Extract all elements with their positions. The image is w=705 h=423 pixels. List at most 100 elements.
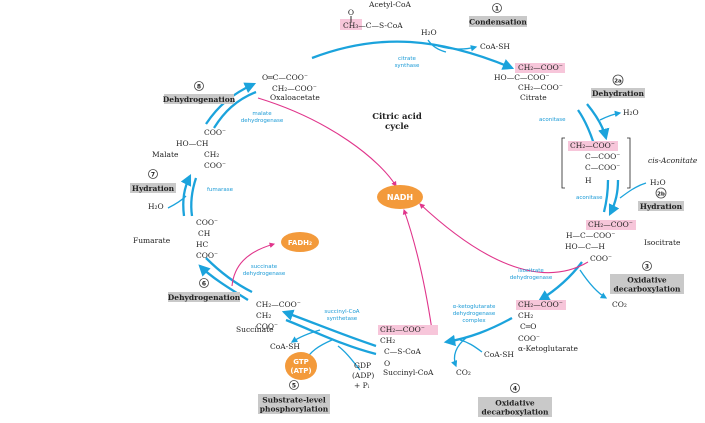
- gtp-node: [285, 352, 317, 380]
- gtp-label: GTP: [293, 358, 309, 366]
- step-box-7: [130, 183, 176, 193]
- step-circles: [148, 3, 667, 393]
- nadh-label: NADH: [387, 193, 413, 202]
- arrow-isocitrate-dh-to-nadh: [419, 203, 589, 274]
- svg-text:CH₂—COO⁻: CH₂—COO⁻: [518, 83, 563, 92]
- nadh-node: [377, 185, 423, 209]
- arrow-cisaconitate-to-isocitrate: [608, 179, 620, 217]
- svg-text:CH₃—C—S-CoA: CH₃—C—S-CoA: [343, 21, 403, 30]
- step-numbers: 1 2a 2b 3 4 5 6 7 8: [151, 6, 665, 393]
- svg-text:COO⁻: COO⁻: [204, 161, 226, 170]
- highlight-citrate: [515, 63, 565, 73]
- svg-text:HO—C—COO⁻: HO—C—COO⁻: [494, 73, 549, 82]
- arrow-succinate-to-succinylcoa-rev: [285, 318, 377, 356]
- svg-text:CH₂—COO⁻: CH₂—COO⁻: [518, 63, 563, 72]
- svg-text:decarboxylation: decarboxylation: [614, 285, 681, 294]
- name-succinyl-coa: Succinyl-CoA: [383, 368, 434, 377]
- svg-text:HO—C—H: HO—C—H: [565, 242, 605, 251]
- svg-text:Hydration: Hydration: [640, 202, 683, 211]
- structure-succinate: CH₂—COO⁻ CH₂ COO⁻: [256, 300, 301, 331]
- name-akg: α-Ketoglutarate: [518, 344, 579, 353]
- arrow-coa-release: [437, 45, 478, 52]
- name-citrate: Citrate: [520, 93, 547, 102]
- svg-text:C—COO⁻: C—COO⁻: [585, 163, 620, 172]
- svg-text:Dehydrogenation: Dehydrogenation: [168, 293, 241, 302]
- structure-citrate: CH₂—COO⁻ HO—C—COO⁻ CH₂—COO⁻: [494, 63, 563, 92]
- atp-label: (ATP): [290, 367, 311, 375]
- svg-text:dehydrogenase: dehydrogenase: [243, 271, 286, 277]
- svg-text:7: 7: [151, 172, 155, 179]
- svg-text:citrate: citrate: [398, 56, 416, 62]
- svg-text:H₂O: H₂O: [623, 108, 639, 117]
- name-succinate: Succinate: [236, 325, 274, 334]
- svg-text:(ADP): (ADP): [352, 371, 374, 380]
- enzyme-labels: citrate synthase aconitase aconitase iso…: [207, 56, 603, 324]
- svg-text:succinate: succinate: [251, 264, 278, 270]
- svg-text:CH₂: CH₂: [518, 311, 533, 320]
- svg-text:succinyl-CoA: succinyl-CoA: [324, 309, 359, 315]
- svg-text:dehydrogenase: dehydrogenase: [510, 275, 553, 281]
- svg-text:COO⁻: COO⁻: [196, 251, 218, 260]
- svg-text:Substrate-level: Substrate-level: [262, 396, 326, 405]
- structure-acetyl-coa: O ‖ CH₃—C—S-CoA: [343, 8, 403, 30]
- step-box-6: [168, 292, 240, 302]
- svg-text:H—C—COO⁻: H—C—COO⁻: [566, 231, 615, 240]
- arrow-h2o-in-1: [427, 39, 447, 53]
- svg-text:3: 3: [645, 264, 649, 271]
- highlight-acetyl: [340, 19, 362, 30]
- center-label-line2: cycle: [385, 122, 410, 132]
- highlight-succinylcoa: [378, 325, 438, 335]
- svg-text:C—COO⁻: C—COO⁻: [585, 152, 620, 161]
- svg-text:isocitrate: isocitrate: [518, 268, 544, 274]
- texts: Citric acid cycle NADH FADH₂ GTP (ATP) A…: [132, 0, 698, 417]
- highlights: [340, 19, 636, 335]
- svg-text:+ Pᵢ: + Pᵢ: [354, 381, 370, 390]
- arrow-co2-out-1: [579, 269, 608, 299]
- arrow-akg-to-succinylcoa: [443, 316, 513, 347]
- svg-text:decarboxylation: decarboxylation: [482, 408, 549, 417]
- svg-text:CoA-SH: CoA-SH: [480, 42, 510, 51]
- arrow-malate-to-fumarate-rev: [190, 177, 198, 217]
- step-box-3: [610, 274, 684, 294]
- arrow-akg-dh-to-nadh: [402, 208, 433, 331]
- svg-text:H₂O: H₂O: [148, 202, 164, 211]
- svg-text:COO⁻: COO⁻: [518, 334, 540, 343]
- svg-text:Condensation: Condensation: [469, 18, 527, 27]
- svg-text:6: 6: [202, 281, 206, 288]
- highlight-cisaconitate: [568, 141, 618, 151]
- structure-malate: COO⁻ HO—CH CH₂ COO⁻: [176, 128, 226, 170]
- name-cis-aconitate: cis-Aconitate: [648, 156, 698, 165]
- arrow-fumarate-to-malate: [180, 173, 192, 217]
- svg-text:CH₂—COO⁻: CH₂—COO⁻: [380, 325, 425, 334]
- arrow-h2o-out: [599, 110, 622, 121]
- svg-text:CoA-SH: CoA-SH: [484, 350, 514, 359]
- structure-fumarate: COO⁻ CH HC COO⁻: [196, 218, 218, 260]
- svg-text:2b: 2b: [657, 192, 665, 198]
- svg-text:fumarase: fumarase: [207, 187, 234, 193]
- step-boxes: [130, 16, 684, 417]
- svg-text:dehydrogenase: dehydrogenase: [241, 118, 284, 124]
- arrow-oxaloacetate-to-citrate: [311, 40, 515, 70]
- svg-text:HO—CH: HO—CH: [176, 139, 209, 148]
- svg-text:complex: complex: [462, 318, 486, 324]
- svg-text:malate: malate: [252, 111, 272, 117]
- arrow-h2o-in-2: [619, 182, 647, 199]
- cisaconitate-brackets: [561, 137, 631, 189]
- svg-text:CH₂—COO⁻: CH₂—COO⁻: [518, 300, 563, 309]
- structure-cis-aconitate: CH₂—COO⁻ C—COO⁻ C—COO⁻ H: [570, 141, 620, 185]
- svg-text:CH₂—COO⁻: CH₂—COO⁻: [256, 300, 301, 309]
- step-box-1: [469, 16, 527, 27]
- svg-text:‖: ‖: [350, 16, 353, 23]
- step-box-4: [478, 397, 552, 417]
- svg-text:O: O: [384, 359, 390, 368]
- svg-text:CH₂—COO⁻: CH₂—COO⁻: [272, 84, 317, 93]
- svg-text:H: H: [585, 176, 592, 185]
- svg-text:C═O: C═O: [520, 322, 536, 331]
- name-oxaloacetate: Oxaloacetate: [270, 93, 320, 102]
- name-isocitrate: Isocitrate: [644, 238, 681, 247]
- arrow-fumarate-to-succinate-rev: [205, 257, 253, 294]
- structure-isocitrate: CH₂—COO⁻ H—C—COO⁻ HO—C—H COO⁻: [565, 220, 633, 263]
- name-acetyl-coa: Acetyl-CoA: [368, 0, 411, 9]
- arrow-malate-dh-to-nadh: [257, 97, 397, 187]
- svg-text:synthetase: synthetase: [327, 316, 358, 322]
